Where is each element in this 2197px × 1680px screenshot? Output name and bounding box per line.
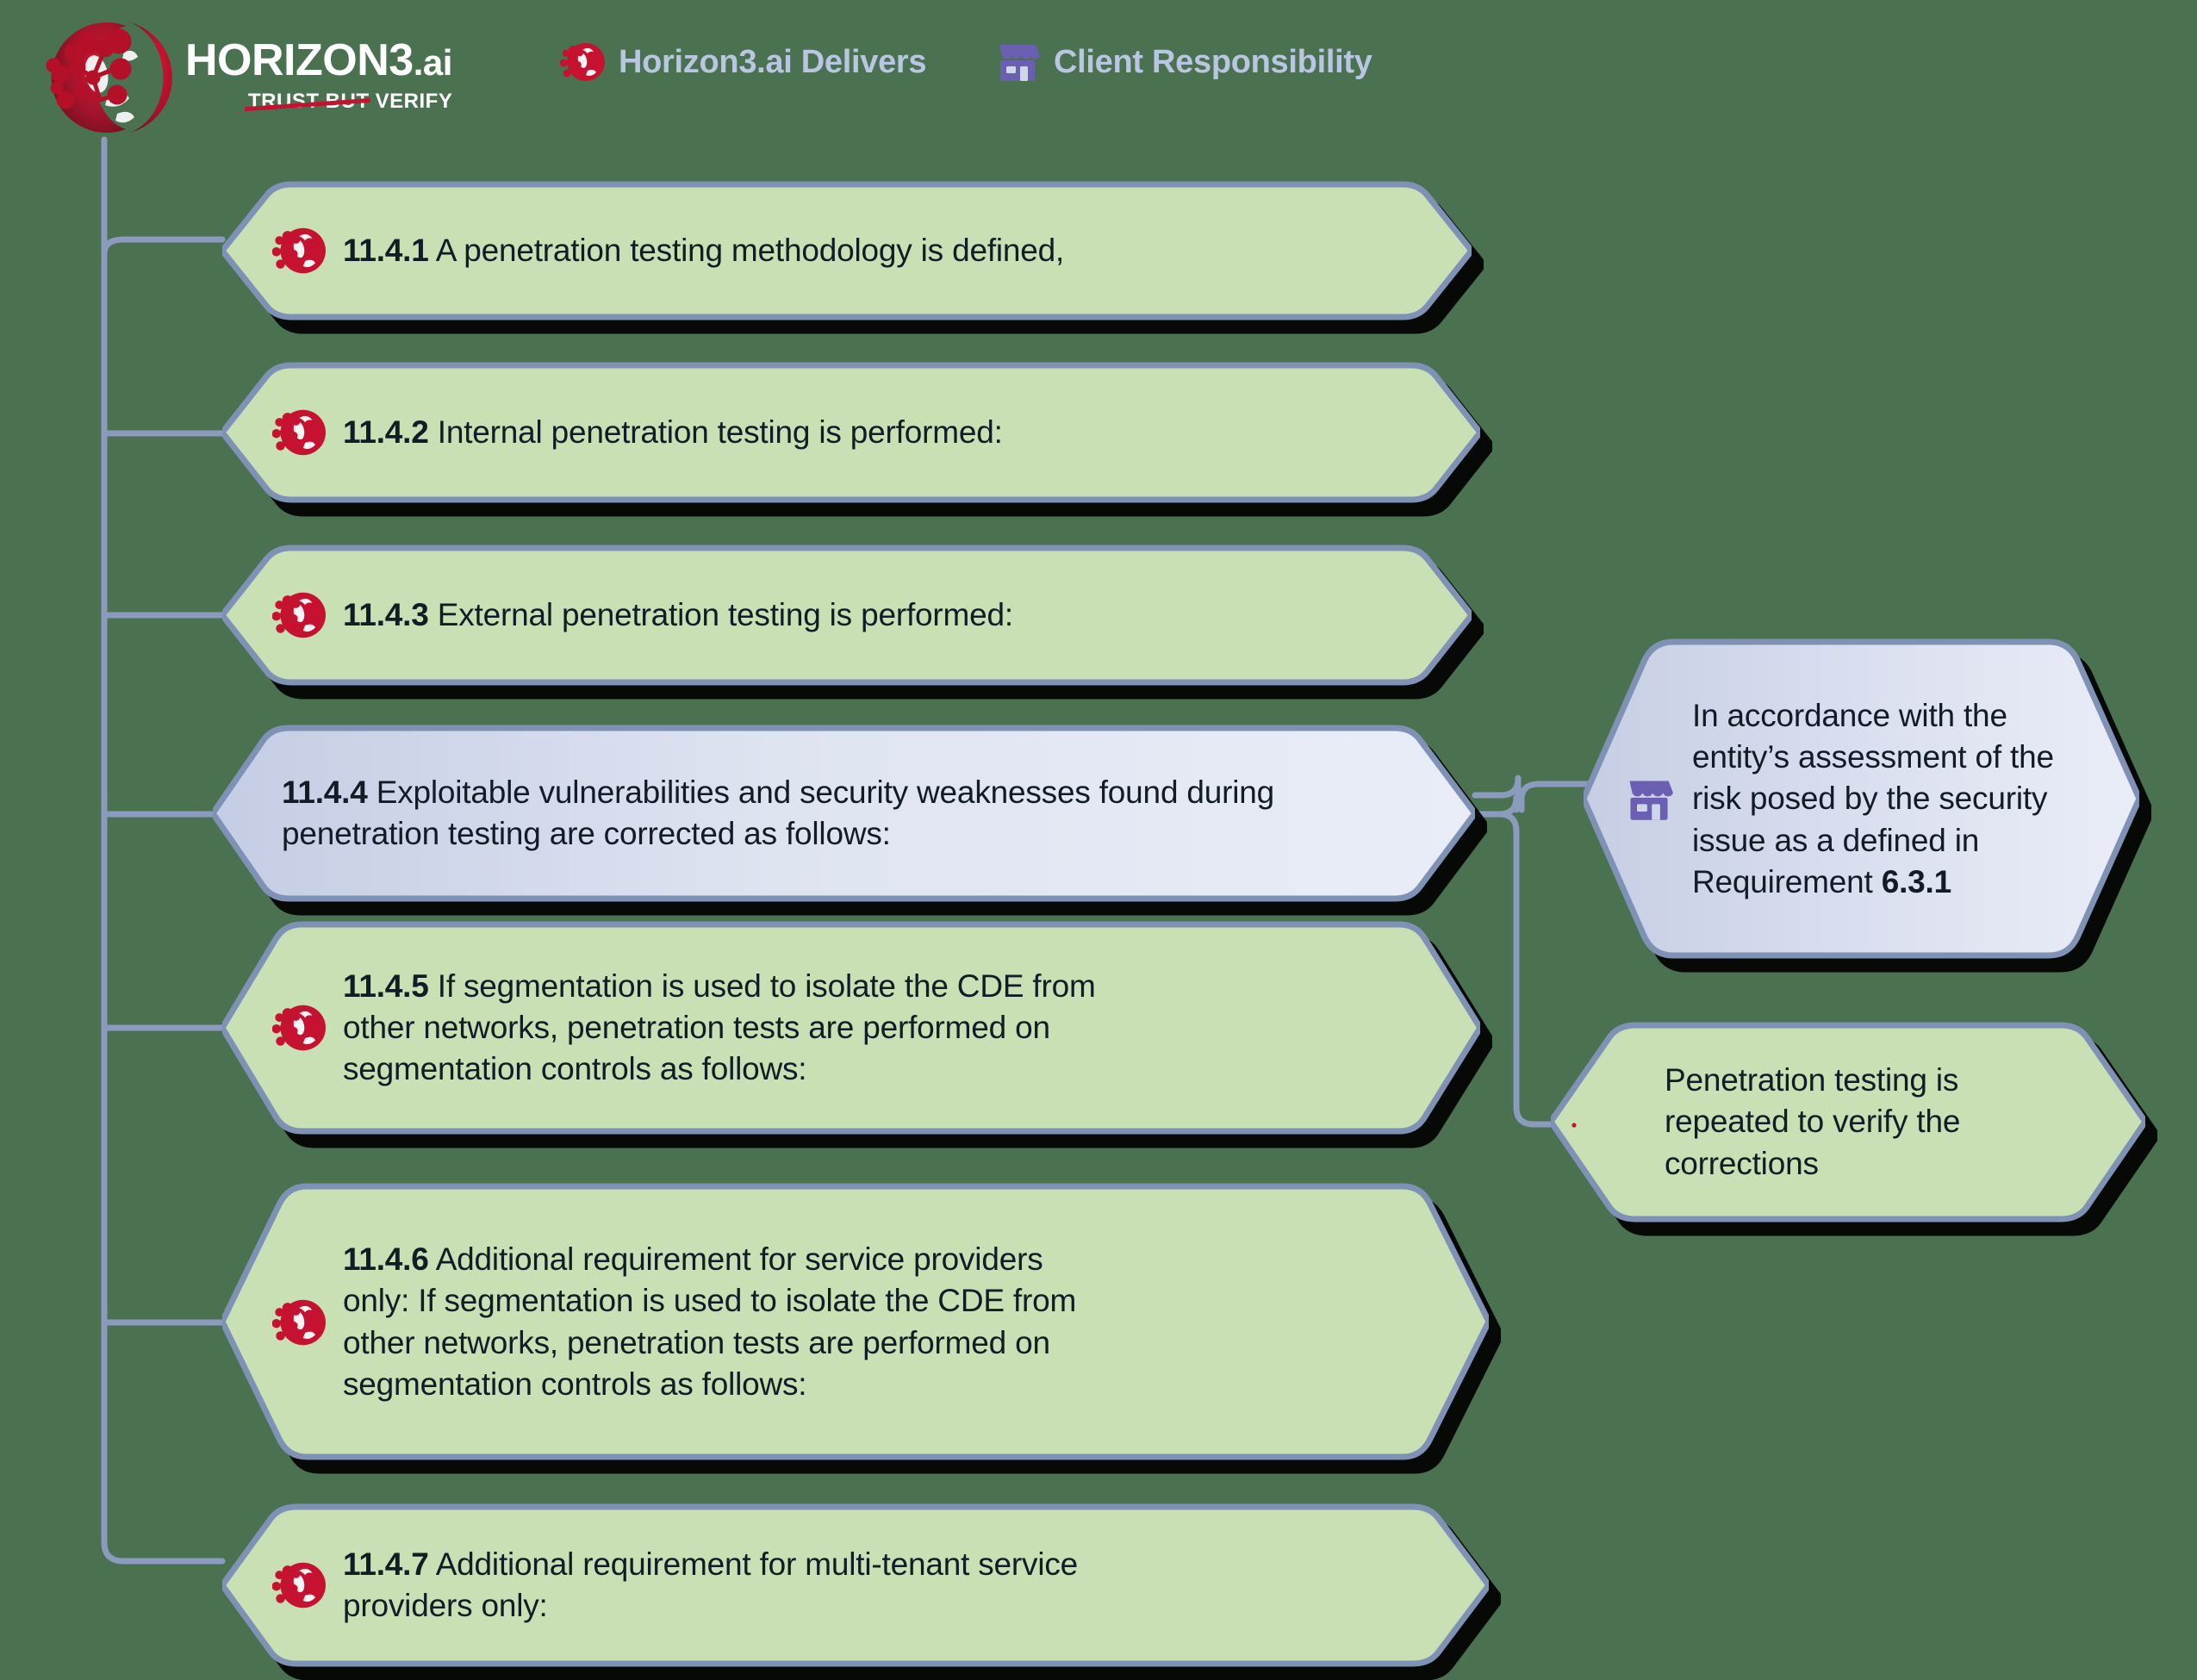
- horizon3-bug-icon: [272, 406, 326, 459]
- requirement-body: If segmentation is used to isolate the C…: [343, 968, 1096, 1087]
- requirement-number: 11.4.4: [282, 774, 368, 810]
- diagram-header: HORIZON3.ai TRUST BUT VERIFY: [0, 0, 2197, 138]
- requirement-node-11-4-2[interactable]: 11.4.2 Internal penetration testing is p…: [222, 362, 1480, 503]
- requirement-number: 11.4.3: [343, 596, 429, 632]
- requirement-text: 11.4.7 Additional requirement for multi-…: [343, 1544, 1110, 1627]
- bullet-dot-icon: [1570, 1118, 1578, 1128]
- sub-requirement-body: In accordance with the entity’s assessme…: [1692, 698, 2054, 899]
- requirement-body: External penetration testing is performe…: [437, 596, 1013, 632]
- sub-requirement-body: Penetration testing is repeated to verif…: [1665, 1062, 1961, 1181]
- requirement-text: 11.4.2 Internal penetration testing is p…: [343, 412, 1003, 453]
- requirement-number: 11.4.7: [343, 1546, 429, 1582]
- logo-tagline-rest: VERIFY: [375, 90, 453, 113]
- sub-requirement-node-risk-assessment[interactable]: In accordance with the entity’s assessme…: [1584, 638, 2139, 961]
- logo-wordmark: HORIZON3.ai: [185, 38, 452, 83]
- horizon3-bug-icon: [272, 1001, 326, 1055]
- requirement-body: Additional requirement for service provi…: [343, 1241, 1077, 1402]
- requirement-node-11-4-5[interactable]: 11.4.5 If segmentation is used to isolat…: [222, 920, 1480, 1136]
- requirement-node-11-4-1[interactable]: 11.4.1 A penetration testing methodology…: [222, 181, 1472, 320]
- requirement-text: 11.4.5 If segmentation is used to isolat…: [343, 966, 1110, 1090]
- horizon3-bug-icon: [272, 224, 326, 277]
- requirement-body: Exploitable vulnerabilities and security…: [282, 774, 1275, 851]
- requirement-node-11-4-3[interactable]: 11.4.3 External penetration testing is p…: [222, 544, 1472, 686]
- horizon3-bug-icon: [34, 17, 172, 138]
- legend-label-client: Client Responsibility: [1054, 43, 1372, 80]
- requirement-number: 11.4.2: [343, 414, 429, 450]
- sub-requirement-node-repeat-testing[interactable]: Penetration testing is repeated to verif…: [1551, 1021, 2145, 1223]
- sub-requirement-text: Penetration testing is repeated to verif…: [1665, 1060, 2042, 1184]
- storefront-icon: [995, 40, 1040, 84]
- requirement-body: A penetration testing methodology is def…: [435, 232, 1065, 268]
- logo-tagline: TRUST BUT VERIFY: [248, 90, 452, 114]
- requirement-text: 11.4.3 External penetration testing is p…: [343, 594, 1013, 636]
- requirement-body: Additional requirement for multi-tenant …: [343, 1546, 1079, 1623]
- requirement-number: 11.4.5: [343, 968, 429, 1004]
- horizon3-bug-icon: [272, 1559, 326, 1612]
- requirement-node-11-4-6[interactable]: 11.4.6 Additional requirement for servic…: [222, 1182, 1489, 1462]
- logo-tagline-struck: TRUST BUT: [248, 90, 370, 113]
- sub-requirement-text: In accordance with the entity’s assessme…: [1692, 695, 2079, 902]
- requirement-text: 11.4.6 Additional requirement for servic…: [343, 1239, 1092, 1404]
- logo-wordmark-name: HORIZON3: [185, 35, 414, 85]
- requirement-text: 11.4.4 Exploitable vulnerabilities and s…: [282, 772, 1397, 855]
- horizon3-bug-icon: [272, 1296, 326, 1349]
- requirement-text: 11.4.1 A penetration testing methodology…: [343, 230, 1064, 271]
- legend-label-delivers: Horizon3.ai Delivers: [619, 43, 927, 80]
- requirement-number: 11.4.6: [343, 1241, 429, 1278]
- legend-item-client: Client Responsibility: [995, 40, 1372, 84]
- sub-requirement-ref: 6.3.1: [1881, 863, 1952, 899]
- requirement-body: Internal penetration testing is performe…: [437, 414, 1003, 450]
- horizon3-bug-icon: [272, 588, 326, 642]
- horizon3-bug-icon: [560, 40, 605, 84]
- storefront-icon: [1625, 775, 1673, 824]
- legend-item-delivers: Horizon3.ai Delivers: [560, 40, 927, 84]
- requirement-number: 11.4.1: [343, 232, 429, 268]
- requirement-node-11-4-4[interactable]: 11.4.4 Exploitable vulnerabilities and s…: [213, 724, 1475, 903]
- logo-wordmark-suffix: .ai: [413, 42, 453, 83]
- horizon3-logo: HORIZON3.ai TRUST BUT VERIFY: [26, 10, 465, 135]
- requirement-node-11-4-7[interactable]: 11.4.7 Additional requirement for multi-…: [222, 1503, 1489, 1667]
